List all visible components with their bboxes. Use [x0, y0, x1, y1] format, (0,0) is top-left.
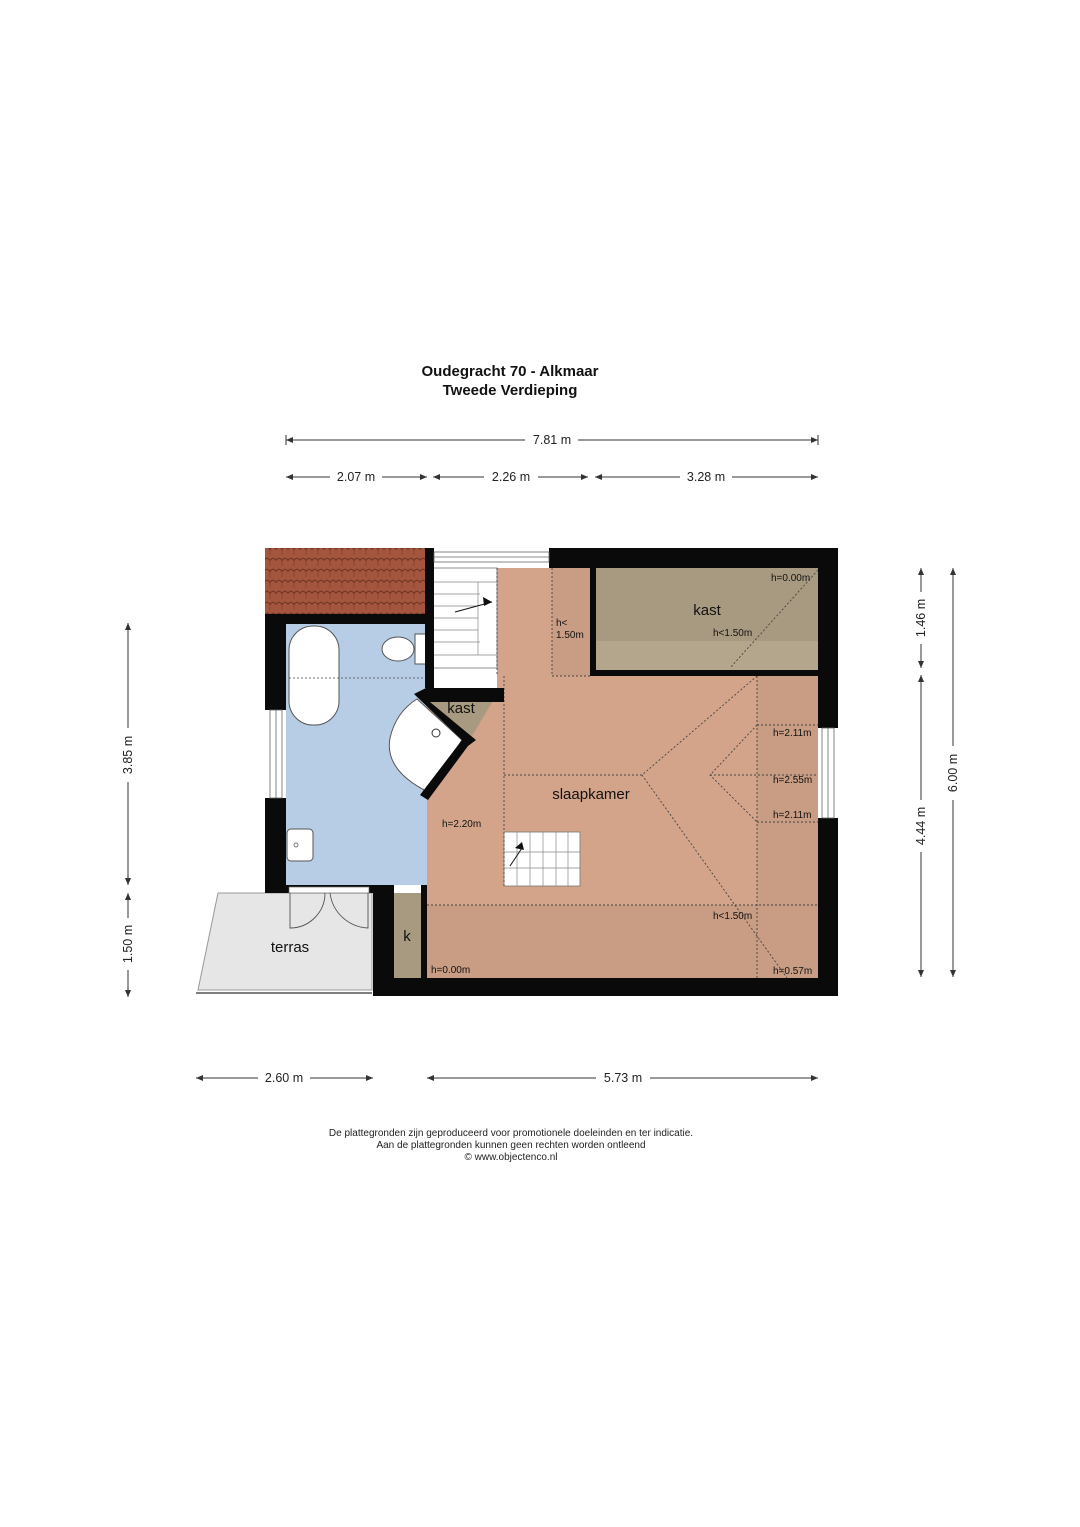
slaapkamer-floor	[427, 568, 818, 905]
height-label-left-220: h=2.20m	[442, 819, 481, 830]
dimension-top-seg2: 2.26 m	[433, 470, 588, 484]
dimension-bottom-right: 5.73 m	[427, 1071, 818, 1085]
dimension-top-seg3: 3.28 m	[595, 470, 818, 484]
stairs-top	[432, 567, 498, 669]
height-label-kast-000: h=0.00m	[771, 573, 810, 584]
height-label-bottom-lt-150: h<1.50m	[713, 911, 752, 922]
room-label-slaapkamer: slaapkamer	[552, 786, 630, 803]
plan-title: Oudegracht 70 - Alkmaar	[421, 363, 598, 380]
dimension-bottom-right-label: 5.73 m	[604, 1071, 642, 1085]
room-label-k: k	[403, 928, 411, 945]
room-label-kast-top: kast	[693, 602, 721, 619]
toilet	[381, 633, 430, 665]
height-label-right-211-b: h=2.11m	[773, 810, 811, 821]
dimension-top-seg1: 2.07 m	[286, 470, 427, 484]
dimension-right-lower: 4.44 m	[914, 675, 928, 977]
dimension-top-total-label: 7.81 m	[533, 433, 571, 447]
sink	[286, 828, 314, 862]
dimension-right-upper: 1.46 m	[914, 568, 928, 668]
dimension-left-lower: 1.50 m	[121, 893, 135, 997]
kast-small-area	[420, 694, 497, 736]
dimension-right-total-label: 6.00 m	[946, 754, 960, 792]
dimension-right-total: 6.00 m	[946, 568, 960, 977]
slaapkamer-right-strip	[757, 676, 818, 905]
k-closet-area	[394, 893, 421, 978]
terrace-doors	[288, 886, 370, 929]
walls	[265, 548, 838, 996]
dimension-bottom-left-label: 2.60 m	[265, 1071, 303, 1085]
footer-copyright: © www.objectenco.nl	[465, 1152, 558, 1163]
dimension-right-lower-label: 4.44 m	[914, 807, 928, 845]
footer-disclaimer-1: De plattegronden zijn geproduceerd voor …	[329, 1128, 693, 1139]
dimension-top-seg1-label: 2.07 m	[337, 470, 375, 484]
footer-disclaimer-2: Aan de plattegronden kunnen geen rechten…	[376, 1140, 645, 1151]
dimension-left-lower-label: 1.50 m	[121, 925, 135, 963]
slaapkamer-low-strip	[427, 905, 818, 978]
stairs-lower	[503, 831, 581, 887]
height-label-bottom-057: h=0.57m	[773, 966, 812, 977]
plan-subtitle: Tweede Verdieping	[443, 382, 578, 399]
dimension-top-total: 7.81 m	[285, 433, 819, 447]
height-label-h-lt: h<	[556, 618, 568, 629]
dimension-top-seg3-label: 3.28 m	[687, 470, 725, 484]
floor-plan-drawing	[196, 548, 838, 996]
bathtub	[288, 625, 340, 726]
height-label-right-211-a: h=2.11m	[773, 728, 811, 739]
height-label-kast-lt-150: h<1.50m	[713, 628, 752, 639]
dimension-right-upper-label: 1.46 m	[914, 599, 928, 637]
windows	[269, 551, 835, 819]
dimension-top-seg2-label: 2.26 m	[492, 470, 530, 484]
room-label-kast-small: kast	[447, 700, 475, 717]
slaapkamer-top-strip	[552, 568, 590, 676]
height-label-bottom-000: h=0.00m	[431, 965, 470, 976]
dimension-bottom-left: 2.60 m	[196, 1071, 373, 1085]
dimension-left-upper: 3.85 m	[121, 623, 135, 885]
roof-lines	[427, 568, 819, 979]
shower	[388, 698, 463, 793]
room-label-terras: terras	[271, 939, 309, 956]
height-label-h-lt-value: 1.50m	[556, 630, 584, 641]
dimension-left-upper-label: 3.85 m	[121, 736, 135, 774]
height-label-right-255: h=2.55m	[773, 775, 812, 786]
roof-tiles	[265, 548, 425, 614]
